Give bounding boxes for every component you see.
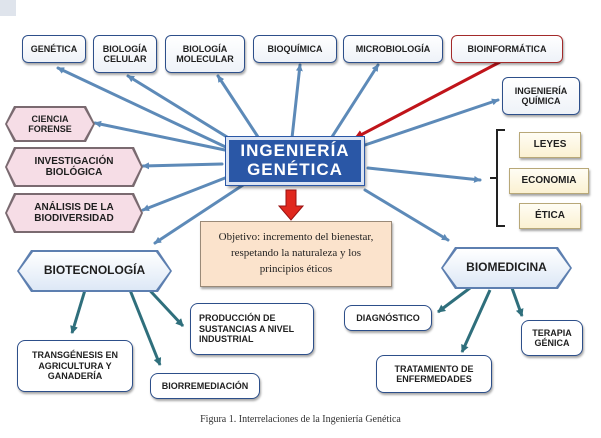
arrow-to-microbiologia (328, 63, 380, 142)
arrow-from-bioinformatica (354, 60, 501, 140)
node-biologia-celular: BIOLOGÍA CELULAR (93, 35, 157, 73)
arrow-to-biologia-molecular (216, 74, 262, 142)
aspects-bracket (490, 129, 505, 227)
node-investigacion-biologica: INVESTIGACIÓN BIOLÓGICA (7, 149, 141, 185)
node-biorremediacion: BIORREMEDIACIÓN (150, 373, 260, 399)
objective-box: Objetivo: incremento del bienestar, resp… (200, 221, 392, 287)
node-biotecnologia: BIOTECNOLOGÍA (19, 252, 170, 290)
objective-down-arrow (277, 189, 305, 221)
arrow-to-genetica (56, 66, 234, 152)
arrow-to-tratamiento (460, 289, 492, 353)
center-line-2: GENÉTICA (247, 160, 343, 179)
node-genetica: GENÉTICA (22, 35, 86, 63)
node-analisis-biodiversidad: ANÁLISIS DE LA BIODIVERSIDAD (7, 195, 141, 231)
node-diagnostico: DIAGNÓSTICO (344, 305, 432, 331)
node-biomedicina: BIOMEDICINA (443, 249, 570, 287)
corner-decoration (0, 0, 16, 16)
arrow-to-biotecnologia (153, 183, 245, 245)
arrow-to-terapia-genica (510, 287, 524, 317)
arrow-to-aspects (366, 166, 482, 183)
node-ciencia-forense: CIENCIA FORENSE (7, 108, 93, 140)
node-microbiologia: MICROBIOLOGÍA (343, 35, 443, 63)
arrow-to-biologia-celular (126, 74, 242, 147)
figure-caption: Figura 1. Interrelaciones de la Ingenier… (200, 414, 401, 425)
node-leyes: LEYES (519, 132, 581, 158)
node-etica: ÉTICA (519, 203, 581, 229)
node-transgenesis: TRANSGÉNESIS EN AGRICULTURA Y GANADERÍA (17, 340, 133, 392)
node-bioquimica: BIOQUÍMICA (253, 35, 337, 63)
center-node-ingenieria-genetica: INGENIERÍA GENÉTICA (226, 137, 364, 185)
arrow-to-analisis (141, 176, 227, 212)
arrow-to-diagnostico (437, 286, 471, 314)
center-line-1: INGENIERÍA (240, 141, 350, 161)
node-tratamiento: TRATAMIENTO DE ENFERMEDADES (376, 355, 492, 393)
arrow-to-biorremediacion (128, 289, 162, 366)
node-bioinformatica: BIOINFORMÁTICA (451, 35, 563, 63)
node-produccion-sustancias: PRODUCCIÓN DE SUSTANCIAS A NIVEL INDUSTR… (190, 303, 314, 355)
arrow-to-ciencia-forense (93, 120, 227, 152)
arrow-to-transgenesis (70, 289, 87, 334)
node-ingenieria-quimica: INGENIERÍA QUÍMICA (502, 77, 580, 115)
arrow-to-biomedicina (363, 188, 450, 242)
arrow-to-investigacion (141, 162, 224, 170)
arrow-to-ingenieria-quimica (363, 98, 500, 147)
node-terapia-genica: TERAPIA GÉNICA (521, 320, 583, 356)
node-biologia-molecular: BIOLOGÍA MOLECULAR (165, 35, 245, 73)
node-economia: ECONOMIA (509, 168, 589, 194)
arrow-to-bioquimica (290, 63, 303, 140)
